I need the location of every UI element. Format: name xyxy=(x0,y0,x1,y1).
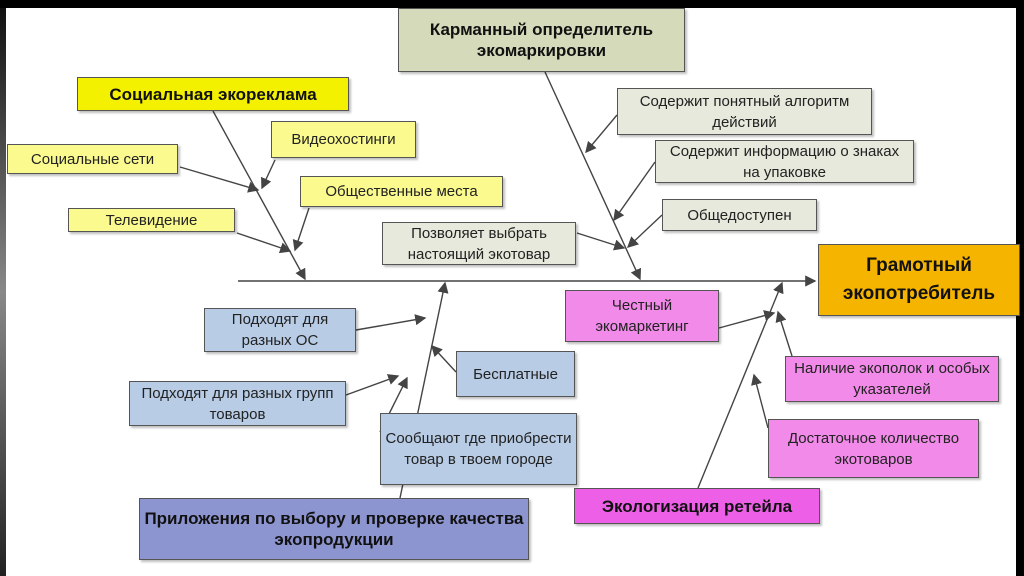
cause-box: Сообщают где приобрести товар в твоем го… xyxy=(380,413,577,485)
cause-box: Подходят для разных групп товаров xyxy=(129,381,346,426)
category-social: Социальная экореклама xyxy=(77,77,349,111)
cause-box: Содержит понятный алгоритм действий xyxy=(617,88,872,135)
cause-box: Видеохостинги xyxy=(271,121,416,158)
cause-box: Позволяет выбрать настоящий экотовар xyxy=(382,222,576,265)
cause-box: Достаточное количество экотоваров xyxy=(768,419,979,478)
cause-box: Содержит информацию о знаках на упаковке xyxy=(655,140,914,183)
category-guide: Карманный определитель экомаркировки xyxy=(398,8,685,72)
category-apps: Приложения по выбору и проверке качества… xyxy=(139,498,529,560)
slide-edge xyxy=(0,8,6,576)
cause-box: Бесплатные xyxy=(456,351,575,397)
effect-box: Грамотный экопотребитель xyxy=(818,244,1020,316)
cause-box: Социальные сети xyxy=(7,144,178,174)
cause-box: Общественные места xyxy=(300,176,503,207)
cause-box: Телевидение xyxy=(68,208,235,232)
cause-box: Наличие экополок и особых указателей xyxy=(785,356,999,402)
cause-box: Подходят для разных ОС xyxy=(204,308,356,352)
category-retail: Экологизация ретейла xyxy=(574,488,820,524)
cause-box: Честный экомаркетинг xyxy=(565,290,719,342)
cause-box: Общедоступен xyxy=(662,199,817,231)
